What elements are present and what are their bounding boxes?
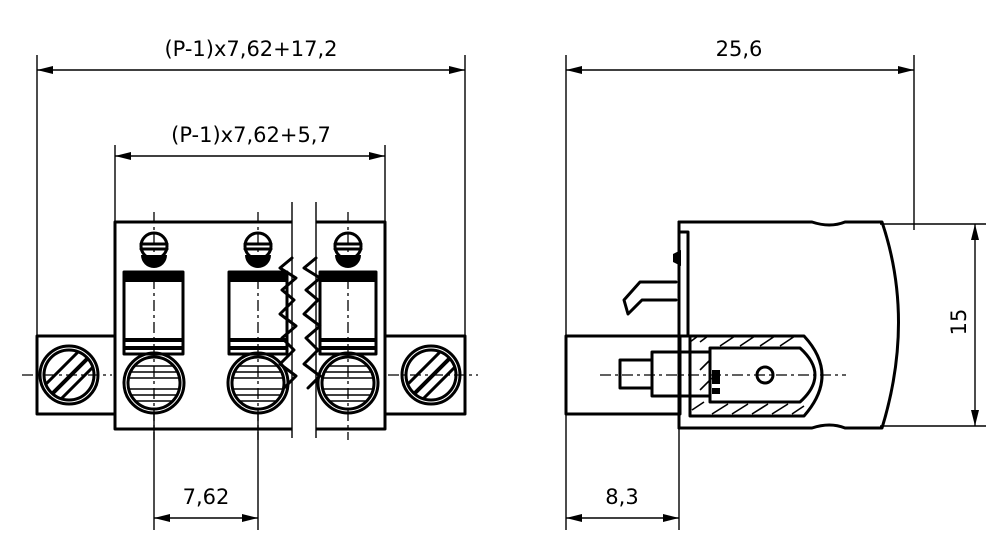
height-label: 15 bbox=[947, 309, 971, 336]
pitch-dimension: 7,62 bbox=[153, 412, 259, 530]
depth-dimension: 25,6 bbox=[565, 37, 915, 335]
latch-hook bbox=[622, 280, 678, 316]
side-screw-assembly bbox=[600, 334, 846, 418]
offset-label: 8,3 bbox=[605, 485, 638, 509]
overall-width-label: (P-1)x7,62+17,2 bbox=[164, 37, 337, 61]
inner-width-dimension: (P-1)x7,62+5,7 bbox=[114, 123, 386, 222]
depth-label: 25,6 bbox=[716, 37, 763, 61]
offset-dimension: 8,3 bbox=[565, 414, 680, 530]
pole-3 bbox=[316, 212, 380, 440]
break-line-right bbox=[302, 256, 322, 390]
front-view: (P-1)x7,62+17,2 (P-1)x7,62+5,7 bbox=[22, 37, 478, 530]
pitch-label: 7,62 bbox=[183, 485, 230, 509]
inner-width-label: (P-1)x7,62+5,7 bbox=[171, 123, 331, 147]
height-dimension: 15 bbox=[880, 223, 986, 427]
overall-width-dimension: (P-1)x7,62+17,2 bbox=[36, 37, 466, 335]
pole-1 bbox=[122, 212, 186, 440]
side-body-outline bbox=[677, 220, 900, 430]
section-hatching bbox=[689, 335, 805, 415]
connector-housing bbox=[113, 220, 387, 431]
side-view: 25,6 15 8,3 bbox=[564, 37, 986, 530]
